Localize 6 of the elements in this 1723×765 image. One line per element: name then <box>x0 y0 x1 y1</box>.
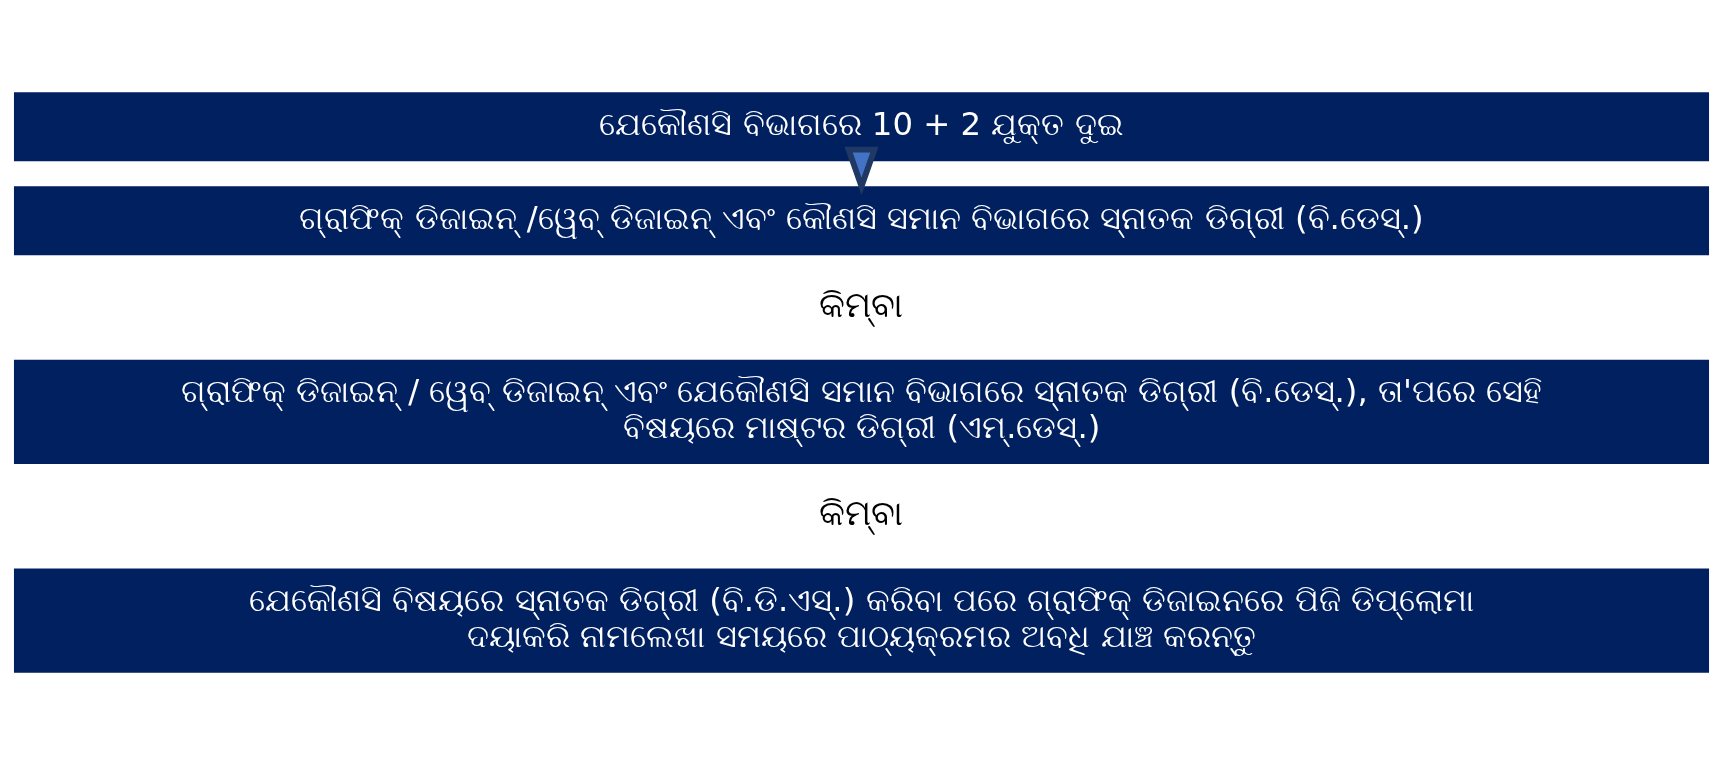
label: କିମ୍ବା <box>819 283 904 325</box>
node-box: ଗ୍ରାଫିକ୍ ଡିଜାଇନ୍ / ୱେବ୍ ଡିଜାଇନ୍ ଏବଂ ଯେକୌଣସି ସମାନ ବିଭାଗରେ ସ୍ନାତକ ଡିଗ୍ରୀ (ବି.ଡେସ୍.), ତା'ପରେ ସେହି ବିଷୟରେ ମାଷ୍ଟର ଡିଗ୍ରୀ (ଏମ୍.ଡେସ୍.) <box>13 359 1710 465</box>
label: କିମ୍ବା <box>819 492 904 534</box>
arrow <box>844 146 879 196</box>
node-box: ଗ୍ରାଫିକ୍ ଡିଜାଇନ୍ /ୱେବ୍ ଡିଜାଇନ୍ ଏବଂ କୌଣସି ସମାନ ବିଭାଗରେ ସ୍ନାତକ ଡିଗ୍ରୀ (ବି.ଡେସ୍.) <box>13 186 1710 256</box>
node-box: ଯେକୌଣସି ବିଷୟରେ ସ୍ନାତକ ଡିଗ୍ରୀ (ବି.ଡି.ଏସ୍.) କରିବା ପରେ ଗ୍ରାଫିକ୍ ଡିଜାଇନରେ ପିଜି ଡିପ୍ଲୋମା ଦୟାକରି ନାମଲେଖା ସମୟରେ ପାଠ୍ୟକ୍ରମର ଅବଧି ଯାଞ୍ଚ କରନ୍ତୁ <box>13 568 1710 673</box>
